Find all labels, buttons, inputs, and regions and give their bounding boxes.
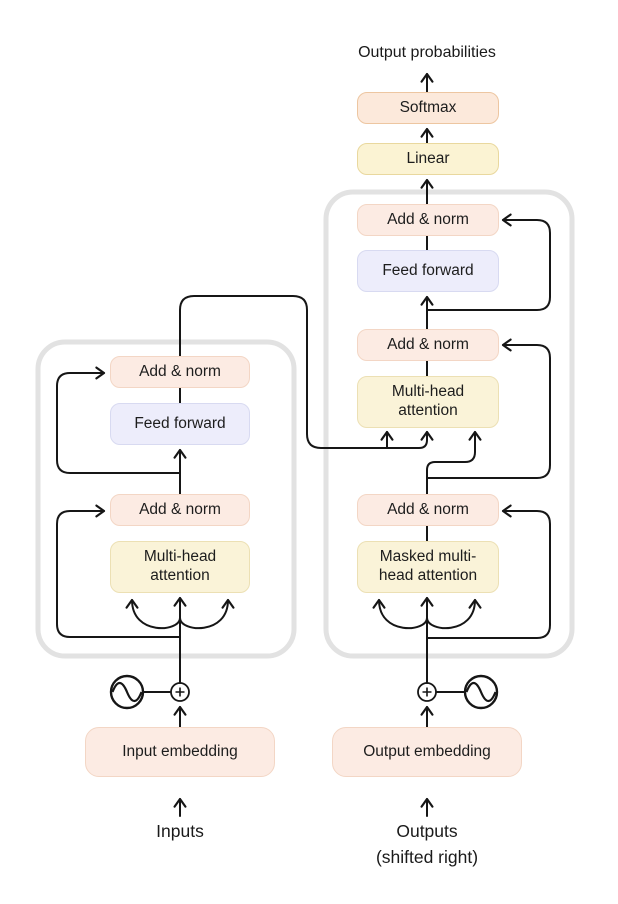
positional-encoding-icon: [436, 674, 499, 710]
encoder-to-decoder-line: [179, 295, 434, 449]
cross-attention-residual-line: [426, 338, 551, 479]
encoder-multi-head-attention-box: Multi-head attention: [110, 541, 250, 593]
decoder-add-norm-top-box: Add & norm: [357, 204, 499, 236]
output-probabilities-label: Output probabilities: [358, 44, 496, 61]
decoder-multi-head-attention-box: Multi-head attention: [357, 376, 499, 428]
encoder-group-outline: [35, 339, 297, 659]
decoder-wires: [372, 72, 551, 728]
output-embedding-box: Output embedding: [332, 727, 522, 777]
masked-attention-right-split: [426, 598, 482, 630]
input-embedding-box: Input embedding: [85, 727, 275, 777]
encoder-add-norm-top-box: Add & norm: [110, 356, 250, 388]
decoder-feed-forward-box: Feed forward: [357, 250, 499, 292]
plus-circle-icon: [170, 682, 190, 702]
encoder-add-norm-bottom-box: Add & norm: [110, 494, 250, 526]
inputs-label: Inputs: [156, 821, 204, 841]
outputs-shifted-right-label: (shifted right): [375, 847, 479, 867]
encoder-feedforward-residual-line: [56, 366, 181, 474]
positional-encoding-icon: [109, 674, 171, 710]
encoder-attention-residual-line: [56, 504, 181, 638]
decoder-add-norm-bottom-box: Add & norm: [357, 494, 499, 526]
softmax-box: Softmax: [357, 92, 499, 124]
plus-circle-icon: [417, 682, 437, 702]
decoder-group-outline: [323, 189, 575, 659]
decoder-add-norm-middle-box: Add & norm: [357, 329, 499, 361]
addnorm-to-cross-attention-query-line: [426, 430, 482, 495]
encoder-feed-forward-box: Feed forward: [110, 403, 250, 445]
masked-attention-residual-line: [426, 504, 551, 639]
encoder-attention-right-split: [179, 598, 235, 630]
outputs-label: Outputs: [396, 821, 458, 841]
masked-attention-left-split: [372, 598, 428, 630]
masked-multi-head-attention-box: Masked multi-head attention: [357, 541, 499, 593]
encoder-attention-left-split: [125, 598, 181, 630]
linear-box: Linear: [357, 143, 499, 175]
encoder-wires: [56, 295, 434, 728]
decoder-feedforward-residual-line: [426, 213, 551, 311]
